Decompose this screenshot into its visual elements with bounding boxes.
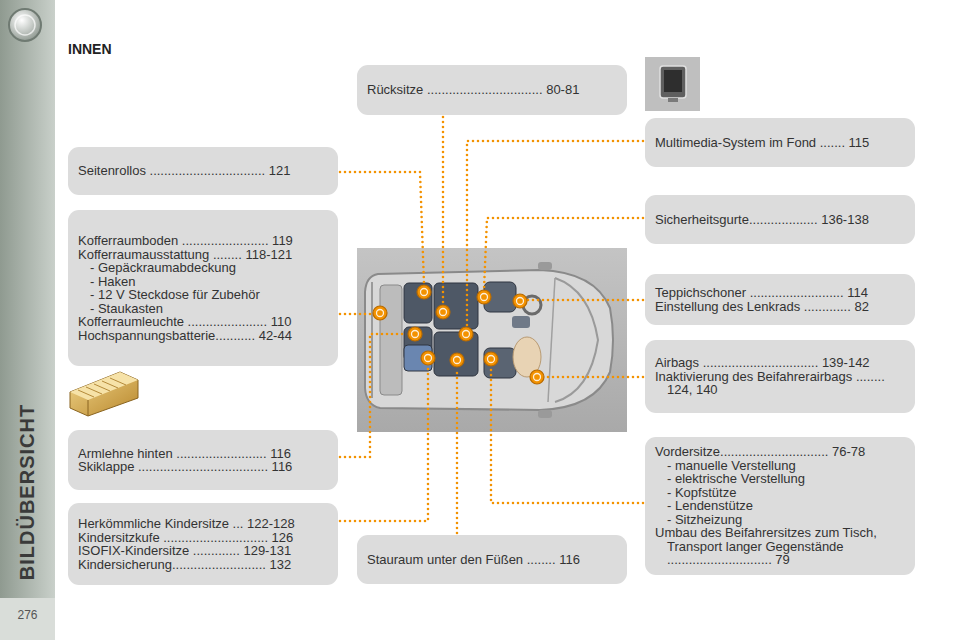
index-entry: Kindersicherung.........................… (78, 558, 328, 572)
screen-thumbnail (645, 57, 700, 111)
index-entry: Hochspannungsbatterie........... 42-44 (78, 329, 328, 343)
index-entry: Sicherheitsgurte................... 136-… (655, 213, 905, 227)
index-entry: Stauraum unter den Füßen ........ 116 (367, 553, 617, 567)
index-entry: Armlehne hinten ........................… (78, 447, 328, 461)
reference-box: Herkömmliche Kindersitze ... 122-128Kind… (68, 503, 338, 585)
index-entry: Kofferraumboden ........................… (78, 234, 328, 248)
sub-entry: - Sitzheizung (655, 513, 905, 527)
leader-lines (340, 117, 643, 533)
reference-box: Sicherheitsgurte................... 136-… (645, 195, 915, 244)
battery-picture (70, 372, 138, 416)
sub-entry: - Lendenstütze (655, 499, 905, 513)
page-number: 276 (0, 608, 55, 622)
index-entry: Teppichschoner .........................… (655, 286, 905, 300)
reference-box: Seitenrollos ...........................… (68, 147, 338, 195)
index-entry: Herkömmliche Kindersitze ... 122-128 (78, 517, 328, 531)
reference-box: Multimedia-System im Fond ....... 115 (645, 118, 915, 167)
index-entry: Kofferraumleuchte ......................… (78, 315, 328, 329)
page-number-band (0, 598, 55, 640)
sub-entry: - Haken (78, 275, 328, 289)
reference-box: Stauraum unter den Füßen ........ 116 (357, 535, 627, 584)
callout-dots (373, 285, 544, 384)
sub-entry: - manuelle Verstellung (655, 459, 905, 473)
index-entry: Kindersitzkufe .........................… (78, 531, 328, 545)
index-entry: Rücksitze ..............................… (367, 83, 617, 97)
sub-entry: - Kopfstütze (655, 486, 905, 500)
page-title: INNEN (68, 41, 112, 57)
reference-box: Rücksitze ..............................… (357, 65, 627, 115)
reference-box: Armlehne hinten ........................… (68, 430, 338, 490)
index-entry: Umbau des Beifahrersitzes zum Tisch, Tra… (655, 526, 905, 567)
index-entry: Multimedia-System im Fond ....... 115 (655, 136, 905, 150)
index-entry: ISOFIX-Kindersitze ............. 129-131 (78, 544, 328, 558)
index-entry: Inaktivierung des Beifahrerairbags .....… (655, 370, 905, 397)
sub-entry: - 12 V Steckdose für Zubehör (78, 288, 328, 302)
logo-circle (9, 9, 41, 41)
index-entry: Seitenrollos ...........................… (78, 164, 328, 178)
index-entry: Airbags ................................… (655, 356, 905, 370)
section-tab: BILDÜBERSICHT (16, 404, 39, 580)
reference-box: Vordersitze.............................… (645, 437, 915, 575)
reference-box: Kofferraumboden ........................… (68, 210, 338, 366)
index-entry: Einstellung des Lenkrads ............. 8… (655, 300, 905, 314)
index-entry: Kofferraumausstattung ........ 118-121 (78, 248, 328, 262)
index-entry: Skiklappe ..............................… (78, 460, 328, 474)
index-entry: Vordersitze.............................… (655, 445, 905, 459)
sub-entry: - Gepäckraumabdeckung (78, 261, 328, 275)
side-band (0, 0, 55, 640)
sub-entry: - Staukasten (78, 302, 328, 316)
reference-box: Teppichschoner .........................… (645, 274, 915, 325)
sub-entry: - elektrische Verstellung (655, 472, 905, 486)
reference-box: Airbags ................................… (645, 340, 915, 413)
logo-ring (15, 15, 35, 35)
